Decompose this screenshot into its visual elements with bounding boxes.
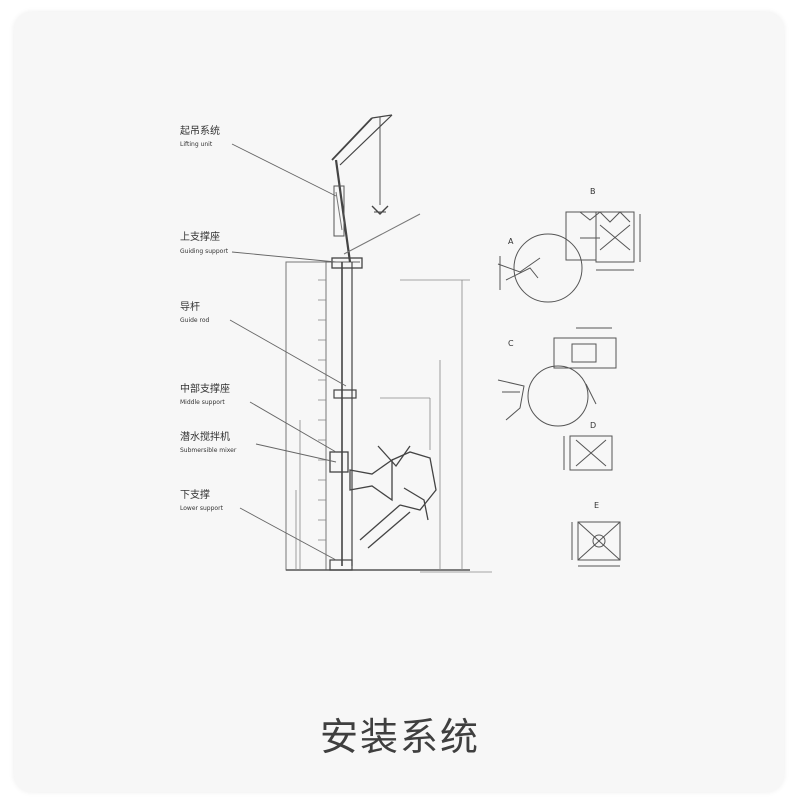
detail-label-d: D xyxy=(590,421,596,430)
callout-middle-en: Middle support xyxy=(180,399,225,406)
detail-label-e: E xyxy=(594,501,599,510)
caption-title: 安装系统 xyxy=(319,715,480,759)
mixer-body xyxy=(329,445,437,549)
top-support xyxy=(331,257,363,269)
callout-rod-en: Guide rod xyxy=(180,317,210,324)
detail-label-a: A xyxy=(508,237,514,246)
callout-lower-cn: 下支撑 xyxy=(180,488,210,501)
middle-support xyxy=(333,389,357,399)
callout-middle-cn: 中部支撑座 xyxy=(180,382,230,395)
callout-guiding-en: Guiding support xyxy=(180,248,229,255)
callout-lifting-cn: 起吊系统 xyxy=(180,124,220,137)
detail-a xyxy=(497,211,641,303)
detail-e xyxy=(571,521,621,567)
lower-support xyxy=(329,559,353,571)
callout-mixer-cn: 潜水搅拌机 xyxy=(180,430,230,443)
detail-label-c: C xyxy=(508,339,514,348)
callout-rod-cn: 导杆 xyxy=(180,301,200,313)
detail-b xyxy=(553,327,617,369)
detail-d xyxy=(563,435,613,471)
detail-c xyxy=(497,365,597,427)
callout-mixer-en: Submersible mixer xyxy=(180,447,237,454)
installation-drawing: 起吊系统 Lifting unit 上支撑座 Guiding support 导… xyxy=(180,114,641,573)
product-card[interactable] xyxy=(14,12,784,792)
tank-wall xyxy=(285,261,327,571)
callout-lifting-en: Lifting unit xyxy=(180,141,213,148)
detail-label-b: B xyxy=(590,187,596,196)
callout-guiding-cn: 上支撑座 xyxy=(180,230,220,243)
callout-lower-en: Lower support xyxy=(180,505,224,512)
